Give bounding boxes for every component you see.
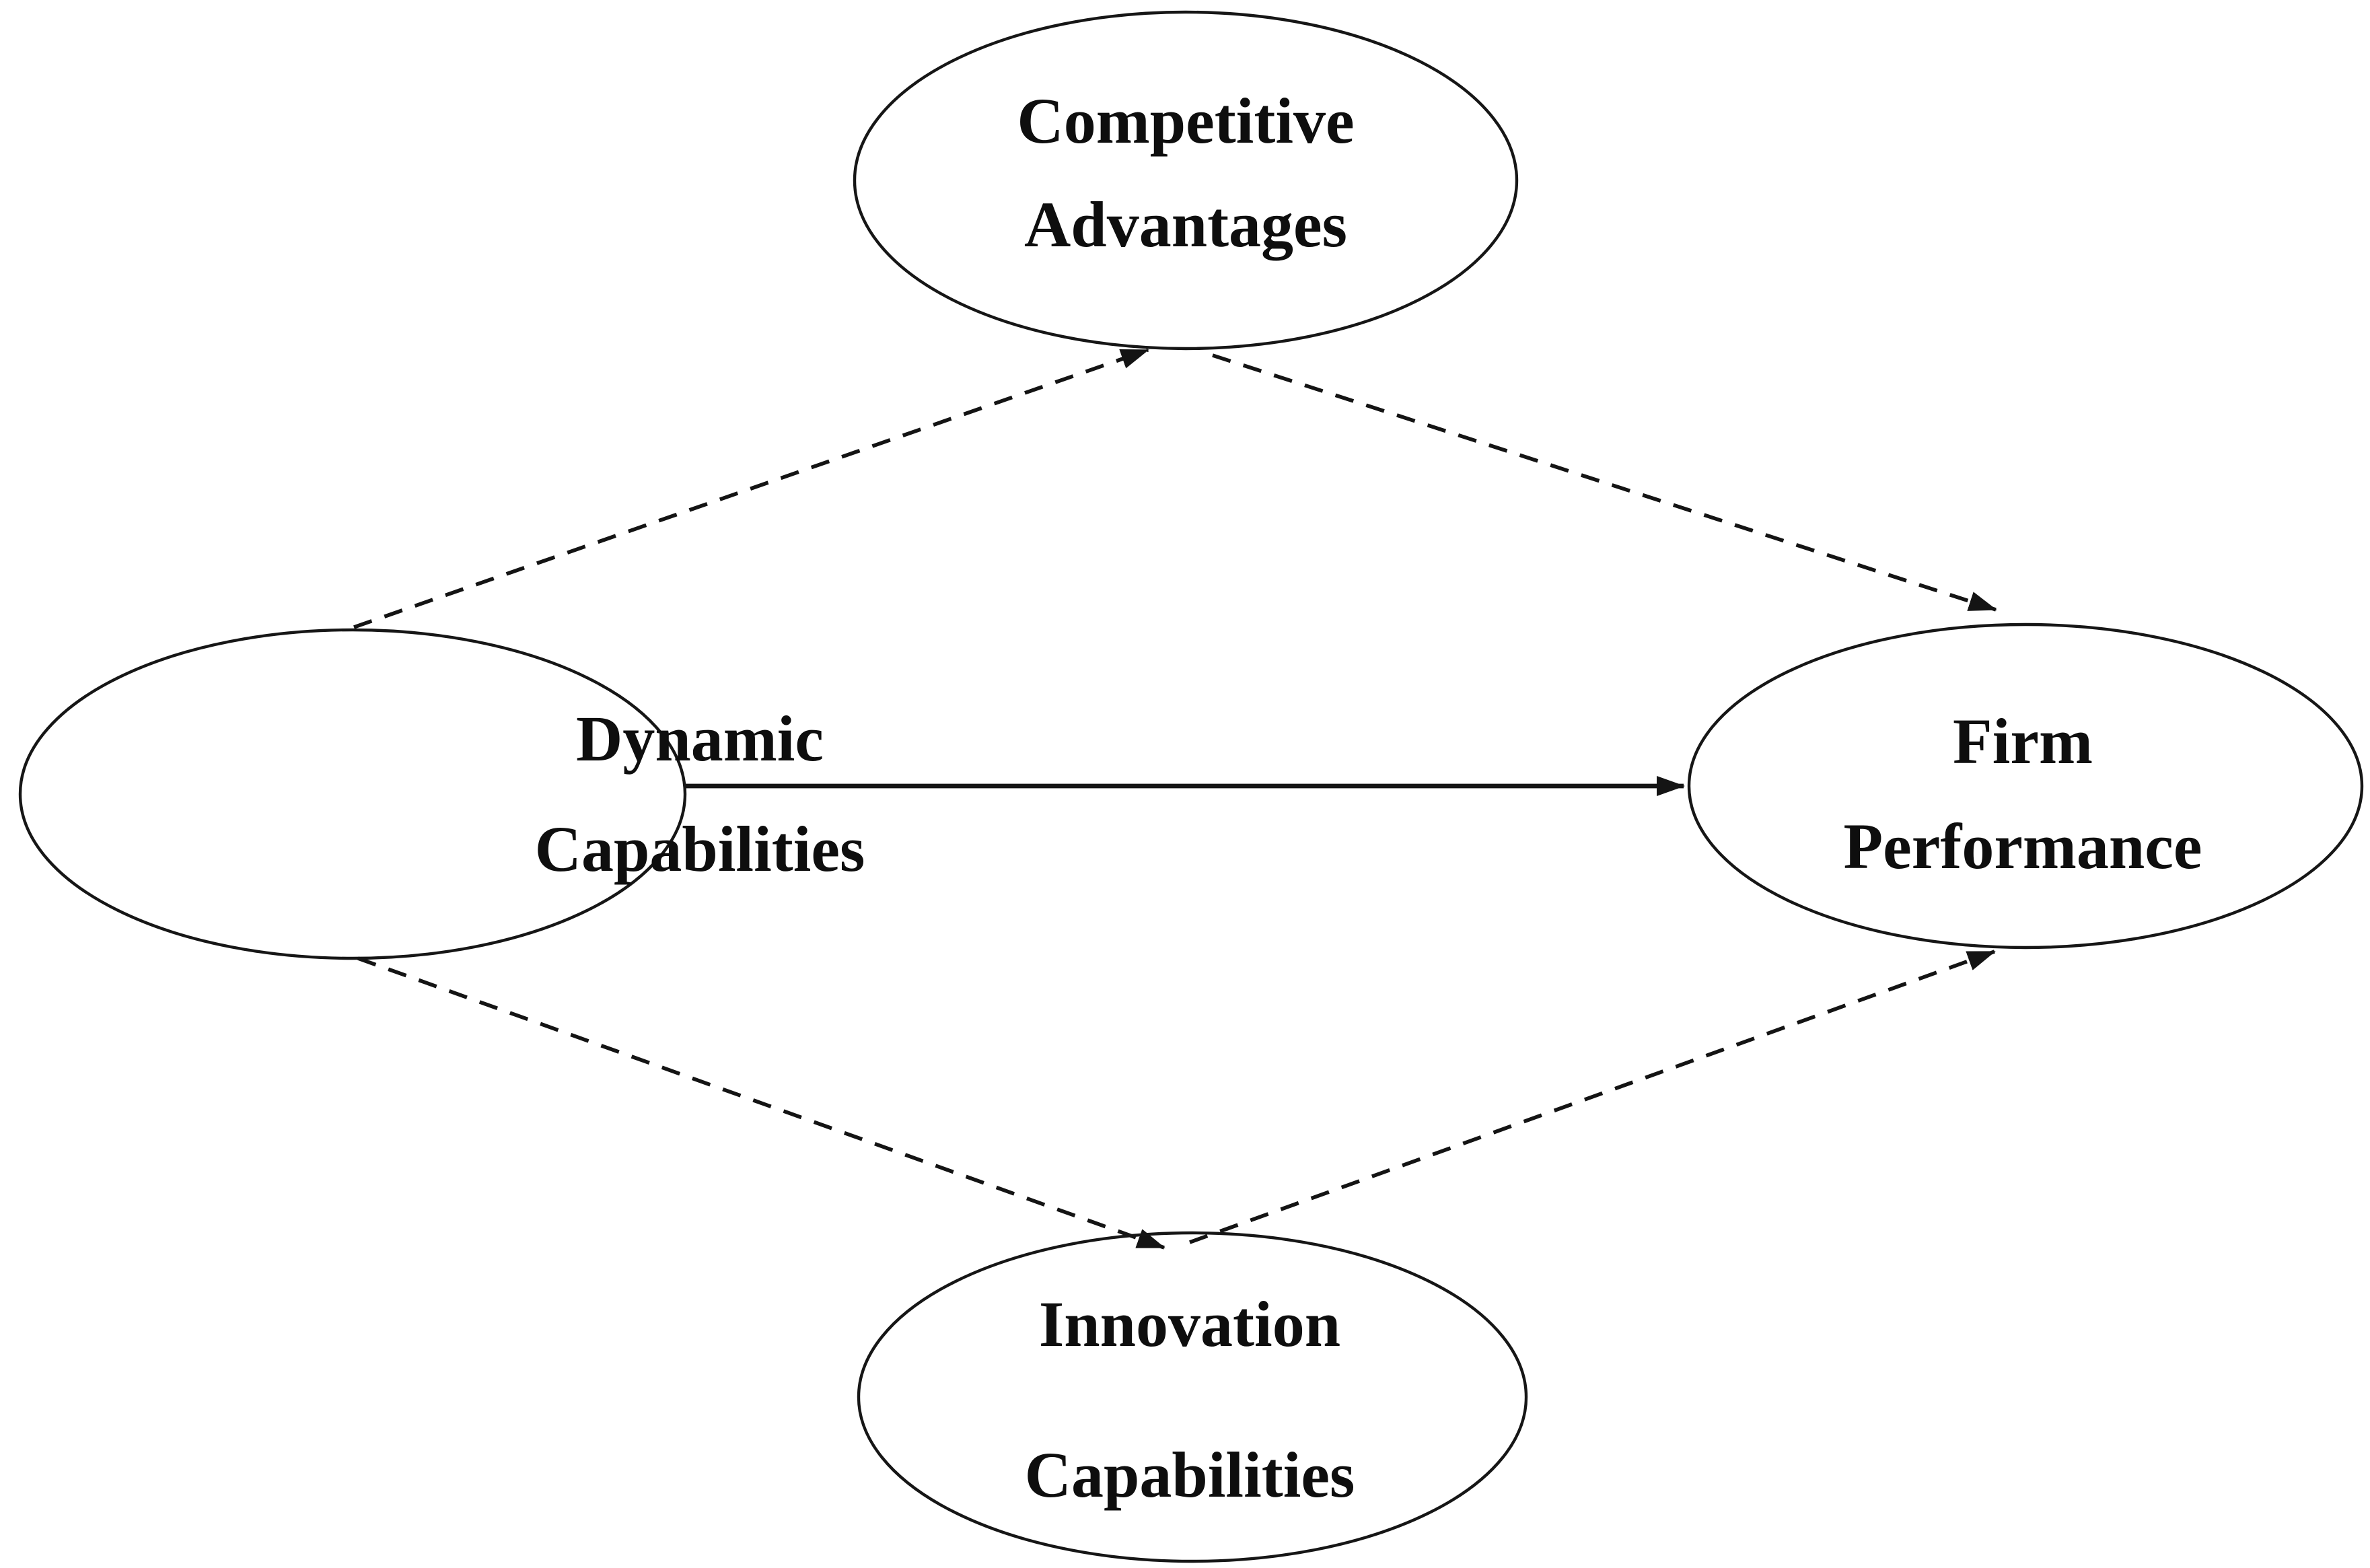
dynamic-capabilities-label-line1: Dynamic [576,703,824,775]
innovation-capabilities-ellipse [857,1231,1528,1563]
innovation-capabilities-label-line1: Innovation [1039,1288,1340,1360]
competitive-advantages-label-line2: Advantages [1024,188,1347,260]
firm-performance-label-line2: Performance [1843,810,2202,882]
dynamic-capabilities-ellipse [18,628,687,960]
node-innovation-capabilities: Innovation Capabilities [857,1231,1528,1563]
node-competitive-advantages: Competitive Advantages [853,10,1519,351]
dynamic-capabilities-label-line2: Capabilities [535,813,865,885]
edge-innovation-capabilities-to-firm-performance [1189,950,1996,1244]
competitive-advantages-label-line1: Competitive [1017,85,1354,157]
firm-performance-label-line1: Firm [1953,705,2093,777]
node-firm-performance: Firm Performance [1687,622,2364,950]
node-dynamic-capabilities: Dynamic Capabilities [18,628,865,960]
edge-dynamic-capabilities-to-innovation-capabilities [357,956,1165,1250]
edge-dynamic-capabilities-to-competitive-advantages [353,348,1149,629]
firm-performance-ellipse [1687,622,2364,950]
innovation-capabilities-label-line2: Capabilities [1025,1439,1355,1511]
competitive-advantages-ellipse [853,10,1519,351]
edge-competitive-advantages-to-firm-performance [1212,353,1997,612]
